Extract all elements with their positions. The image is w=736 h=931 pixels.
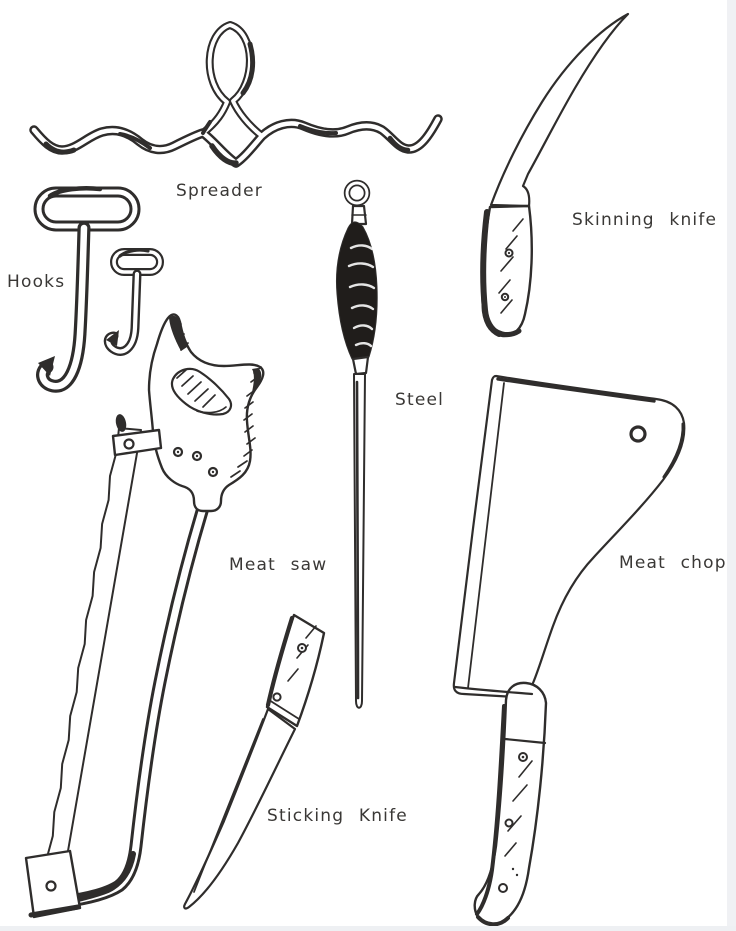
saw-grip-hole	[170, 367, 233, 416]
label-spreader: Spreader	[176, 181, 263, 201]
skinning-knife-illustration	[480, 12, 630, 338]
skinning-knife-handle	[481, 204, 533, 338]
meat-chop-handle	[473, 681, 548, 926]
large-hook-barb	[38, 356, 55, 376]
meat-chop-blade	[452, 374, 686, 699]
label-hooks: Hooks	[7, 272, 66, 292]
sticking-knife-blade	[183, 707, 297, 910]
label-meat-saw: Meat saw	[229, 555, 328, 575]
label-meat-chop: Meat chop	[619, 553, 727, 573]
bottom-gutter	[0, 926, 736, 931]
steel-rod	[353, 373, 366, 709]
label-sticking-knife: Sticking Knife	[267, 806, 408, 826]
spreader-illustration	[34, 25, 438, 163]
spreader-shading	[43, 41, 411, 166]
meat-chop-hole	[629, 425, 647, 443]
small-hook-barb	[106, 330, 119, 346]
steel-illustration	[336, 179, 378, 709]
sticking-knife-illustration	[183, 613, 326, 910]
right-gutter	[727, 0, 736, 931]
label-skinning-knife: Skinning knife	[572, 210, 718, 230]
label-steel: Steel	[395, 390, 445, 410]
meat-chop-illustration	[452, 374, 686, 927]
skinning-knife-blade	[489, 12, 630, 208]
meat-saw-illustration	[24, 313, 265, 919]
saw-blade	[43, 427, 142, 881]
hooks-illustration	[38, 186, 160, 386]
saw-bracket	[111, 428, 163, 457]
steel-handle	[336, 221, 378, 360]
